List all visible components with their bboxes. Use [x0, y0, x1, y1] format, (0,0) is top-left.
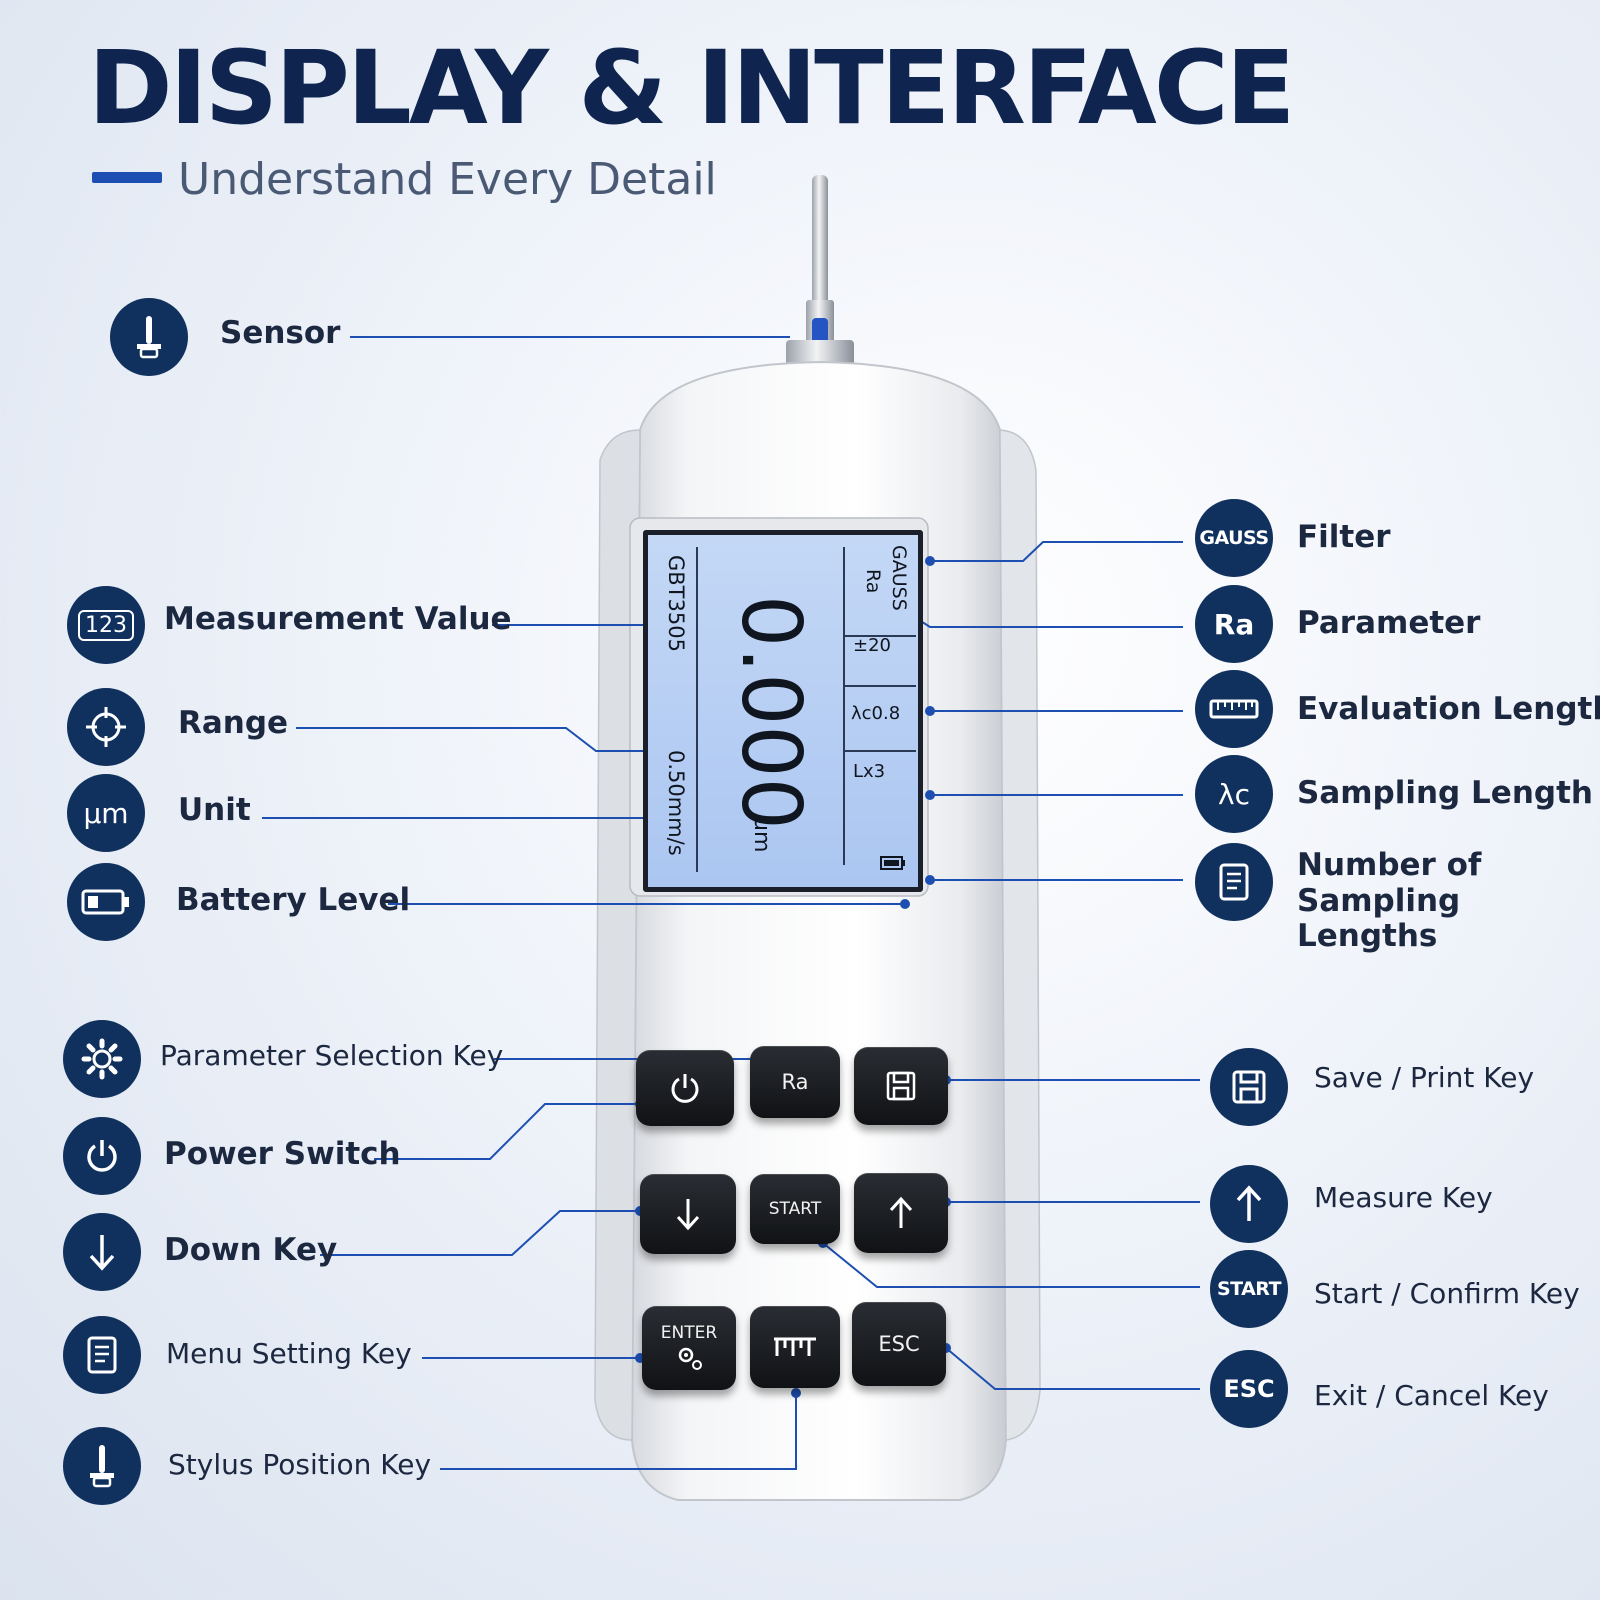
ruler-icon: [774, 1337, 816, 1356]
up-key[interactable]: [854, 1173, 948, 1253]
enter-key[interactable]: ENTER: [642, 1306, 736, 1390]
label-battery-level: Battery Level: [176, 882, 411, 918]
sensor-icon: [110, 298, 188, 376]
screen-parameter: Ra: [862, 569, 884, 594]
esc-icon: ESC: [1210, 1350, 1288, 1428]
leader-exit-cancel-key: [945, 1347, 1200, 1390]
leader-down-key: [320, 1210, 640, 1256]
gear-icon: [63, 1020, 141, 1098]
leader-start-confirm-key: [822, 1242, 1200, 1288]
screen-unit: um: [749, 817, 774, 853]
gears-icon: [678, 1347, 702, 1370]
filter-gauss-icon: GAUSS: [1195, 499, 1273, 577]
label-power-switch: Power Switch: [164, 1136, 401, 1172]
label-evaluation-length: Evaluation Length: [1297, 691, 1600, 727]
arrow-down-icon: [676, 1199, 700, 1231]
power-key[interactable]: [636, 1050, 734, 1126]
document-icon: [1195, 843, 1273, 921]
arrow-up-icon: [889, 1196, 913, 1228]
start-icon: START: [1210, 1250, 1288, 1328]
page-title: DISPLAY & INTERFACE: [88, 29, 1295, 148]
arrow-down-icon: [63, 1213, 141, 1291]
label-start-confirm-key: Start / Confirm Key: [1314, 1277, 1580, 1310]
down-key[interactable]: [640, 1174, 736, 1254]
measurement-value-icon: 123: [67, 586, 145, 664]
label-parameter-selection-key: Parameter Selection Key: [160, 1039, 504, 1072]
battery-icon: [67, 863, 145, 941]
leader-filter: [930, 541, 1183, 562]
page-subtitle: Understand Every Detail: [178, 154, 717, 205]
screen-filter: GAUSS: [888, 545, 910, 611]
parameter-ra-icon: Ra: [1195, 585, 1273, 663]
power-icon: [63, 1117, 141, 1195]
screen-measurement-value: 0.000: [723, 595, 818, 830]
label-exit-cancel-key: Exit / Cancel Key: [1314, 1379, 1549, 1412]
leader-power-switch: [374, 1103, 640, 1160]
label-stylus-position-key: Stylus Position Key: [168, 1448, 432, 1481]
crosshair-icon: [67, 688, 145, 766]
screen-standard: GBT3505: [664, 555, 688, 652]
arrow-up-icon: [1210, 1165, 1288, 1243]
ra-key[interactable]: Ra: [750, 1046, 840, 1118]
start-key[interactable]: START: [750, 1174, 840, 1244]
stylus-rod: [812, 175, 828, 305]
label-filter: Filter: [1297, 519, 1391, 555]
start-key-label: START: [768, 1199, 822, 1219]
label-range: Range: [178, 705, 289, 741]
label-save-print-key: Save / Print Key: [1314, 1061, 1535, 1094]
leader-range: [296, 727, 655, 752]
power-icon: [671, 1074, 699, 1103]
subtitle-accent-bar: [92, 172, 162, 183]
label-number-of-sampling-lengths: Number of Sampling Lengths: [1297, 847, 1482, 955]
floppy-disk-icon: [1210, 1048, 1288, 1126]
floppy-disk-icon: [886, 1071, 916, 1101]
esc-key[interactable]: ESC: [852, 1302, 946, 1386]
screen-cutoff: λc0.8: [851, 703, 901, 724]
label-down-key: Down Key: [164, 1232, 338, 1268]
stylus-icon: [63, 1427, 141, 1505]
esc-key-label: ESC: [878, 1332, 920, 1356]
save-key[interactable]: [854, 1047, 948, 1125]
screen-battery-icon: [880, 856, 905, 870]
ruler-icon: [1195, 670, 1273, 748]
screen-range: ±20: [853, 635, 891, 656]
leader-stylus-position-key: [440, 1393, 797, 1470]
screen-lengths: Lx3: [853, 761, 886, 782]
ra-key-label: Ra: [781, 1070, 809, 1094]
sampling-lambda-icon: λc: [1195, 755, 1273, 833]
stylus-position-key[interactable]: [750, 1306, 840, 1388]
unit-icon: μm: [67, 774, 145, 852]
enter-key-label: ENTER: [660, 1323, 718, 1343]
menu-document-icon: [63, 1316, 141, 1394]
label-parameter: Parameter: [1297, 605, 1481, 641]
label-measure-key: Measure Key: [1314, 1181, 1493, 1214]
label-measurement-value: Measurement Value: [164, 601, 512, 637]
lcd-screen: GBT3505 0.50mm/s 0.000 um GAUSS Ra ±20 λ…: [643, 530, 923, 892]
label-unit: Unit: [178, 792, 251, 828]
screen-speed: 0.50mm/s: [664, 750, 688, 856]
label-menu-setting-key: Menu Setting Key: [166, 1337, 412, 1370]
label-sampling-length: Sampling Length: [1297, 775, 1593, 811]
label-sensor: Sensor: [220, 315, 341, 351]
